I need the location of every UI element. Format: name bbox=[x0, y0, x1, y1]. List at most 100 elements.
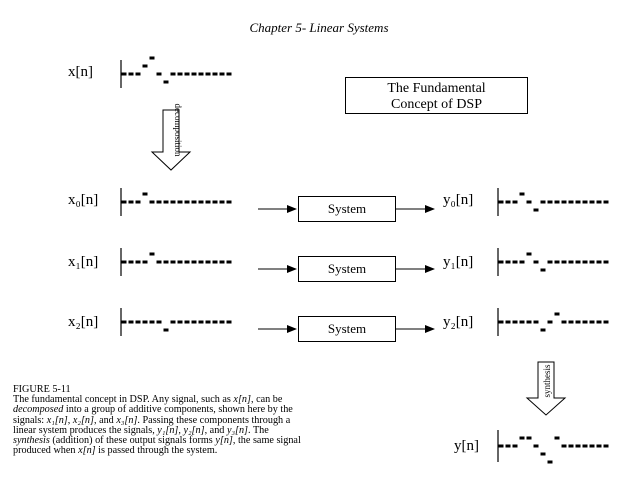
signal-sample bbox=[142, 320, 148, 324]
figure-caption: FIGURE 5-11 The fundamental concept in D… bbox=[13, 384, 308, 456]
signal-sample bbox=[519, 320, 525, 324]
signal-sample bbox=[603, 200, 609, 204]
signal-sample bbox=[526, 252, 532, 256]
signal-sample bbox=[212, 200, 218, 204]
signal-sample bbox=[142, 64, 148, 68]
signal-sample bbox=[191, 72, 197, 76]
signal-sample bbox=[191, 260, 197, 264]
signal-sample bbox=[149, 252, 155, 256]
signal-plot-x1 bbox=[120, 248, 232, 276]
signal-sample bbox=[121, 200, 127, 204]
signal-sample bbox=[219, 260, 225, 264]
signal-sample bbox=[519, 260, 525, 264]
signal-sample bbox=[603, 260, 609, 264]
signal-sample bbox=[533, 444, 539, 448]
signal-sample bbox=[554, 200, 560, 204]
signal-sample bbox=[603, 444, 609, 448]
decomposition-arrow: decomposition bbox=[150, 104, 192, 171]
system-box-1: System bbox=[298, 256, 396, 282]
signal-sample bbox=[575, 200, 581, 204]
signal-sample bbox=[603, 320, 609, 324]
signal-sample bbox=[498, 320, 504, 324]
signal-sample bbox=[177, 200, 183, 204]
signal-sample bbox=[547, 320, 553, 324]
signal-sample bbox=[212, 72, 218, 76]
signal-sample bbox=[163, 260, 169, 264]
signal-sample bbox=[191, 320, 197, 324]
signal-sample bbox=[568, 320, 574, 324]
signal-sample bbox=[170, 200, 176, 204]
label-x: x[n] bbox=[68, 64, 93, 80]
signal-sample bbox=[519, 192, 525, 196]
signal-sample bbox=[226, 260, 232, 264]
signal-sample bbox=[533, 320, 539, 324]
signal-sample bbox=[177, 260, 183, 264]
signal-sample bbox=[589, 444, 595, 448]
signal-sample bbox=[156, 260, 162, 264]
signal-sample bbox=[505, 260, 511, 264]
signal-plot-y2 bbox=[497, 308, 609, 336]
synthesis-arrow: synthesis bbox=[525, 361, 567, 416]
label-x1: x₁[n] bbox=[68, 254, 99, 270]
signal-sample bbox=[512, 200, 518, 204]
signal-sample bbox=[554, 436, 560, 440]
signal-sample bbox=[205, 320, 211, 324]
signal-sample bbox=[526, 320, 532, 324]
signal-sample bbox=[191, 200, 197, 204]
signal-sample bbox=[135, 260, 141, 264]
signal-sample bbox=[135, 72, 141, 76]
signal-sample bbox=[205, 72, 211, 76]
signal-plot-x0 bbox=[120, 188, 232, 216]
signal-sample bbox=[226, 72, 232, 76]
signal-sample bbox=[219, 320, 225, 324]
signal-sample bbox=[128, 200, 134, 204]
signal-sample bbox=[156, 200, 162, 204]
signal-sample bbox=[533, 260, 539, 264]
signal-sample bbox=[184, 72, 190, 76]
signal-sample bbox=[170, 260, 176, 264]
signal-sample bbox=[121, 72, 127, 76]
signal-sample bbox=[512, 444, 518, 448]
signal-sample bbox=[149, 56, 155, 60]
signal-plot-y0 bbox=[497, 188, 609, 216]
title-box: The Fundamental Concept of DSP bbox=[345, 77, 528, 114]
signal-sample bbox=[505, 200, 511, 204]
signal-sample bbox=[163, 200, 169, 204]
signal-sample bbox=[554, 312, 560, 316]
signal-sample bbox=[540, 328, 546, 332]
signal-sample bbox=[526, 436, 532, 440]
label-y: y[n] bbox=[454, 438, 479, 454]
signal-sample bbox=[198, 72, 204, 76]
signal-sample bbox=[163, 328, 169, 332]
signal-sample bbox=[177, 72, 183, 76]
signal-sample bbox=[128, 72, 134, 76]
signal-sample bbox=[533, 208, 539, 212]
signal-sample bbox=[198, 260, 204, 264]
signal-sample bbox=[596, 444, 602, 448]
signal-sample bbox=[149, 320, 155, 324]
signal-sample bbox=[142, 192, 148, 196]
signal-sample bbox=[575, 320, 581, 324]
signal-sample bbox=[582, 444, 588, 448]
signal-sample bbox=[568, 200, 574, 204]
signal-sample bbox=[561, 200, 567, 204]
label-x0: x₀[n] bbox=[68, 192, 99, 208]
synthesis-label: synthesis bbox=[542, 364, 552, 398]
label-y1: y₁[n] bbox=[443, 254, 474, 270]
signal-sample bbox=[568, 260, 574, 264]
signal-sample bbox=[596, 320, 602, 324]
signal-sample bbox=[540, 200, 546, 204]
signal-sample bbox=[198, 320, 204, 324]
signal-sample bbox=[226, 200, 232, 204]
signal-sample bbox=[184, 320, 190, 324]
signal-sample bbox=[589, 260, 595, 264]
signal-sample bbox=[526, 200, 532, 204]
signal-sample bbox=[205, 200, 211, 204]
label-x2: x₂[n] bbox=[68, 314, 99, 330]
signal-sample bbox=[540, 452, 546, 456]
label-y0: y₀[n] bbox=[443, 192, 474, 208]
title-line-1: The Fundamental bbox=[387, 81, 486, 96]
signal-sample bbox=[198, 200, 204, 204]
signal-sample bbox=[219, 200, 225, 204]
